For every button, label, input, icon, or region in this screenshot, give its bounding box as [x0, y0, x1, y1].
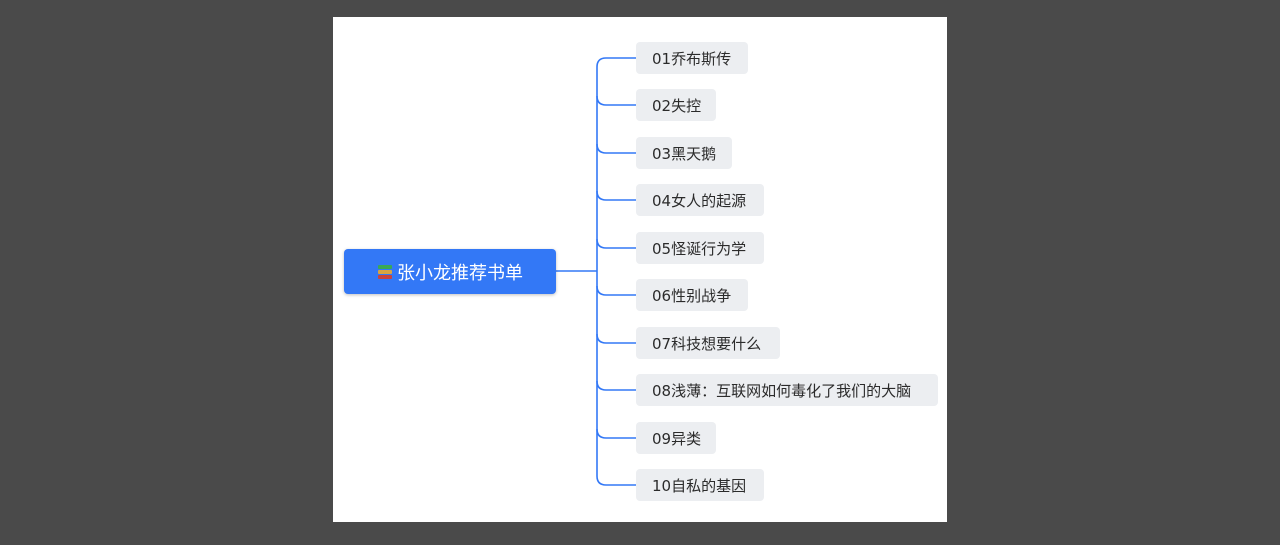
book-node-label: 03黑天鹅 — [652, 144, 717, 163]
book-node-label: 04女人的起源 — [652, 191, 747, 210]
book-node-3[interactable]: 03黑天鹅 — [636, 137, 732, 169]
branch-line-1 — [596, 57, 636, 68]
book-node-label: 09异类 — [652, 429, 702, 448]
mindmap-canvas: 张小龙推荐书单 01乔布斯传 02失控 03黑天鹅 04女人的起源 05怪诞行为… — [333, 17, 947, 522]
book-node-8[interactable]: 08浅薄：互联网如何毒化了我们的大脑 — [636, 374, 938, 406]
books-icon — [377, 264, 393, 280]
branch-line-2 — [596, 95, 636, 106]
book-node-6[interactable]: 06性别战争 — [636, 279, 748, 311]
book-node-label: 05怪诞行为学 — [652, 239, 747, 258]
branch-line-8 — [596, 380, 636, 391]
book-node-10[interactable]: 10自私的基因 — [636, 469, 764, 501]
root-topic-label: 张小龙推荐书单 — [397, 262, 523, 284]
book-node-7[interactable]: 07科技想要什么 — [636, 327, 780, 359]
branch-line-4 — [596, 190, 636, 201]
branch-line-7 — [596, 333, 636, 344]
book-node-label: 01乔布斯传 — [652, 49, 732, 68]
book-node-label: 02失控 — [652, 96, 702, 115]
branch-line-6 — [596, 285, 636, 296]
connector-lines — [556, 57, 636, 486]
root-topic[interactable]: 张小龙推荐书单 — [344, 249, 556, 294]
book-node-label: 08浅薄：互联网如何毒化了我们的大脑 — [652, 381, 912, 400]
book-node-label: 06性别战争 — [652, 286, 732, 305]
book-node-label: 07科技想要什么 — [652, 334, 762, 353]
branch-line-10 — [596, 475, 636, 486]
book-node-1[interactable]: 01乔布斯传 — [636, 42, 748, 74]
branch-line-3 — [596, 143, 636, 154]
book-node-5[interactable]: 05怪诞行为学 — [636, 232, 764, 264]
book-node-9[interactable]: 09异类 — [636, 422, 716, 454]
book-node-4[interactable]: 04女人的起源 — [636, 184, 764, 216]
branch-line-9 — [596, 428, 636, 439]
book-node-2[interactable]: 02失控 — [636, 89, 716, 121]
branch-line-5 — [596, 238, 636, 249]
book-node-label: 10自私的基因 — [652, 476, 747, 495]
